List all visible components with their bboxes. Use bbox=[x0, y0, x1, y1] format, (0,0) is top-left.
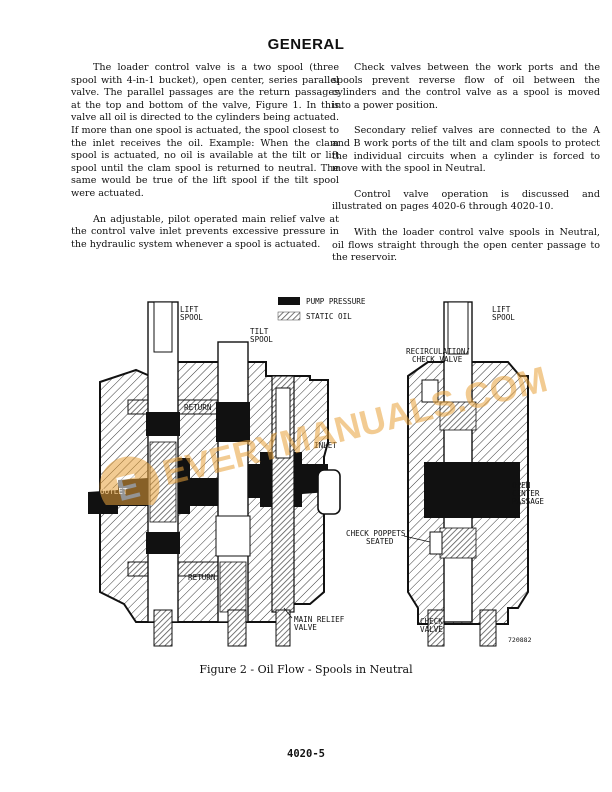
label-lift-spool-line1: LIFT bbox=[180, 305, 199, 314]
label-open-center-line3: PASSAGE bbox=[512, 497, 544, 506]
label-check-poppets-line1: CHECK POPPETS bbox=[346, 529, 406, 538]
valve-cross-section-diagram: PUMP PRESSURE STATIC OIL bbox=[88, 297, 544, 647]
left-column: The loader control valve is a two spool … bbox=[71, 62, 339, 264]
label-right-lift-spool-line1: LIFT bbox=[492, 305, 511, 314]
label-inlet: INLET bbox=[314, 441, 337, 450]
label-open-center-line2: CENTER bbox=[512, 489, 540, 498]
label-tilt-spool-line1: TILT bbox=[250, 327, 269, 336]
label-return-top: RETURN bbox=[184, 403, 212, 412]
label-lift-spool-line2: SPOOL bbox=[180, 313, 203, 322]
figure-number: 720882 bbox=[508, 636, 532, 644]
paragraph-neutral-flow: With the loader control valve spools in … bbox=[332, 226, 600, 264]
label-open-center-line1: OPEN bbox=[512, 481, 531, 490]
label-main-relief-line1: MAIN RELIEF bbox=[294, 615, 345, 624]
paragraph-main-relief: An adjustable, pilot operated main relie… bbox=[71, 213, 339, 250]
label-outlet: OUTLET bbox=[100, 487, 128, 496]
label-main-relief-line2: VALVE bbox=[294, 623, 317, 632]
label-recirculation-line2: CHECK VALVE bbox=[412, 355, 463, 364]
label-check-valve-line1: CHECK bbox=[420, 617, 443, 626]
paragraph-operation-reference: Control valve operation is discussed and… bbox=[332, 188, 600, 213]
label-right-lift-spool-line2: SPOOL bbox=[492, 313, 515, 322]
legend-static-oil: STATIC OIL bbox=[306, 312, 352, 321]
legend-pump-pressure: PUMP PRESSURE bbox=[306, 297, 366, 306]
figure-caption: Figure 2 - Oil Flow - Spools in Neutral bbox=[199, 663, 413, 676]
paragraph-valve-description: The loader control valve is a two spool … bbox=[71, 62, 339, 199]
section-heading: GENERAL bbox=[267, 36, 345, 53]
oil-flow-figure: PUMP PRESSURE STATIC OIL bbox=[88, 292, 548, 654]
right-column: Check valves between the work ports and … bbox=[332, 62, 600, 278]
label-check-valve-line2: VALVE bbox=[420, 625, 443, 634]
paragraph-secondary-relief: Secondary relief valves are connected to… bbox=[332, 125, 600, 175]
label-check-poppets-line2: SEATED bbox=[366, 537, 394, 546]
static-oil-swatch bbox=[277, 311, 301, 321]
label-return-bottom: RETURN bbox=[188, 573, 216, 582]
pump-pressure-swatch bbox=[278, 297, 300, 305]
left-valve-section bbox=[88, 301, 341, 647]
right-valve-section bbox=[407, 301, 529, 647]
label-recirculation-line1: RECIRCULATION/ bbox=[406, 347, 470, 356]
page-number: 4020-5 bbox=[287, 748, 325, 760]
label-tilt-spool-line2: SPOOL bbox=[250, 335, 273, 344]
paragraph-check-valves: Check valves between the work ports and … bbox=[332, 62, 600, 111]
